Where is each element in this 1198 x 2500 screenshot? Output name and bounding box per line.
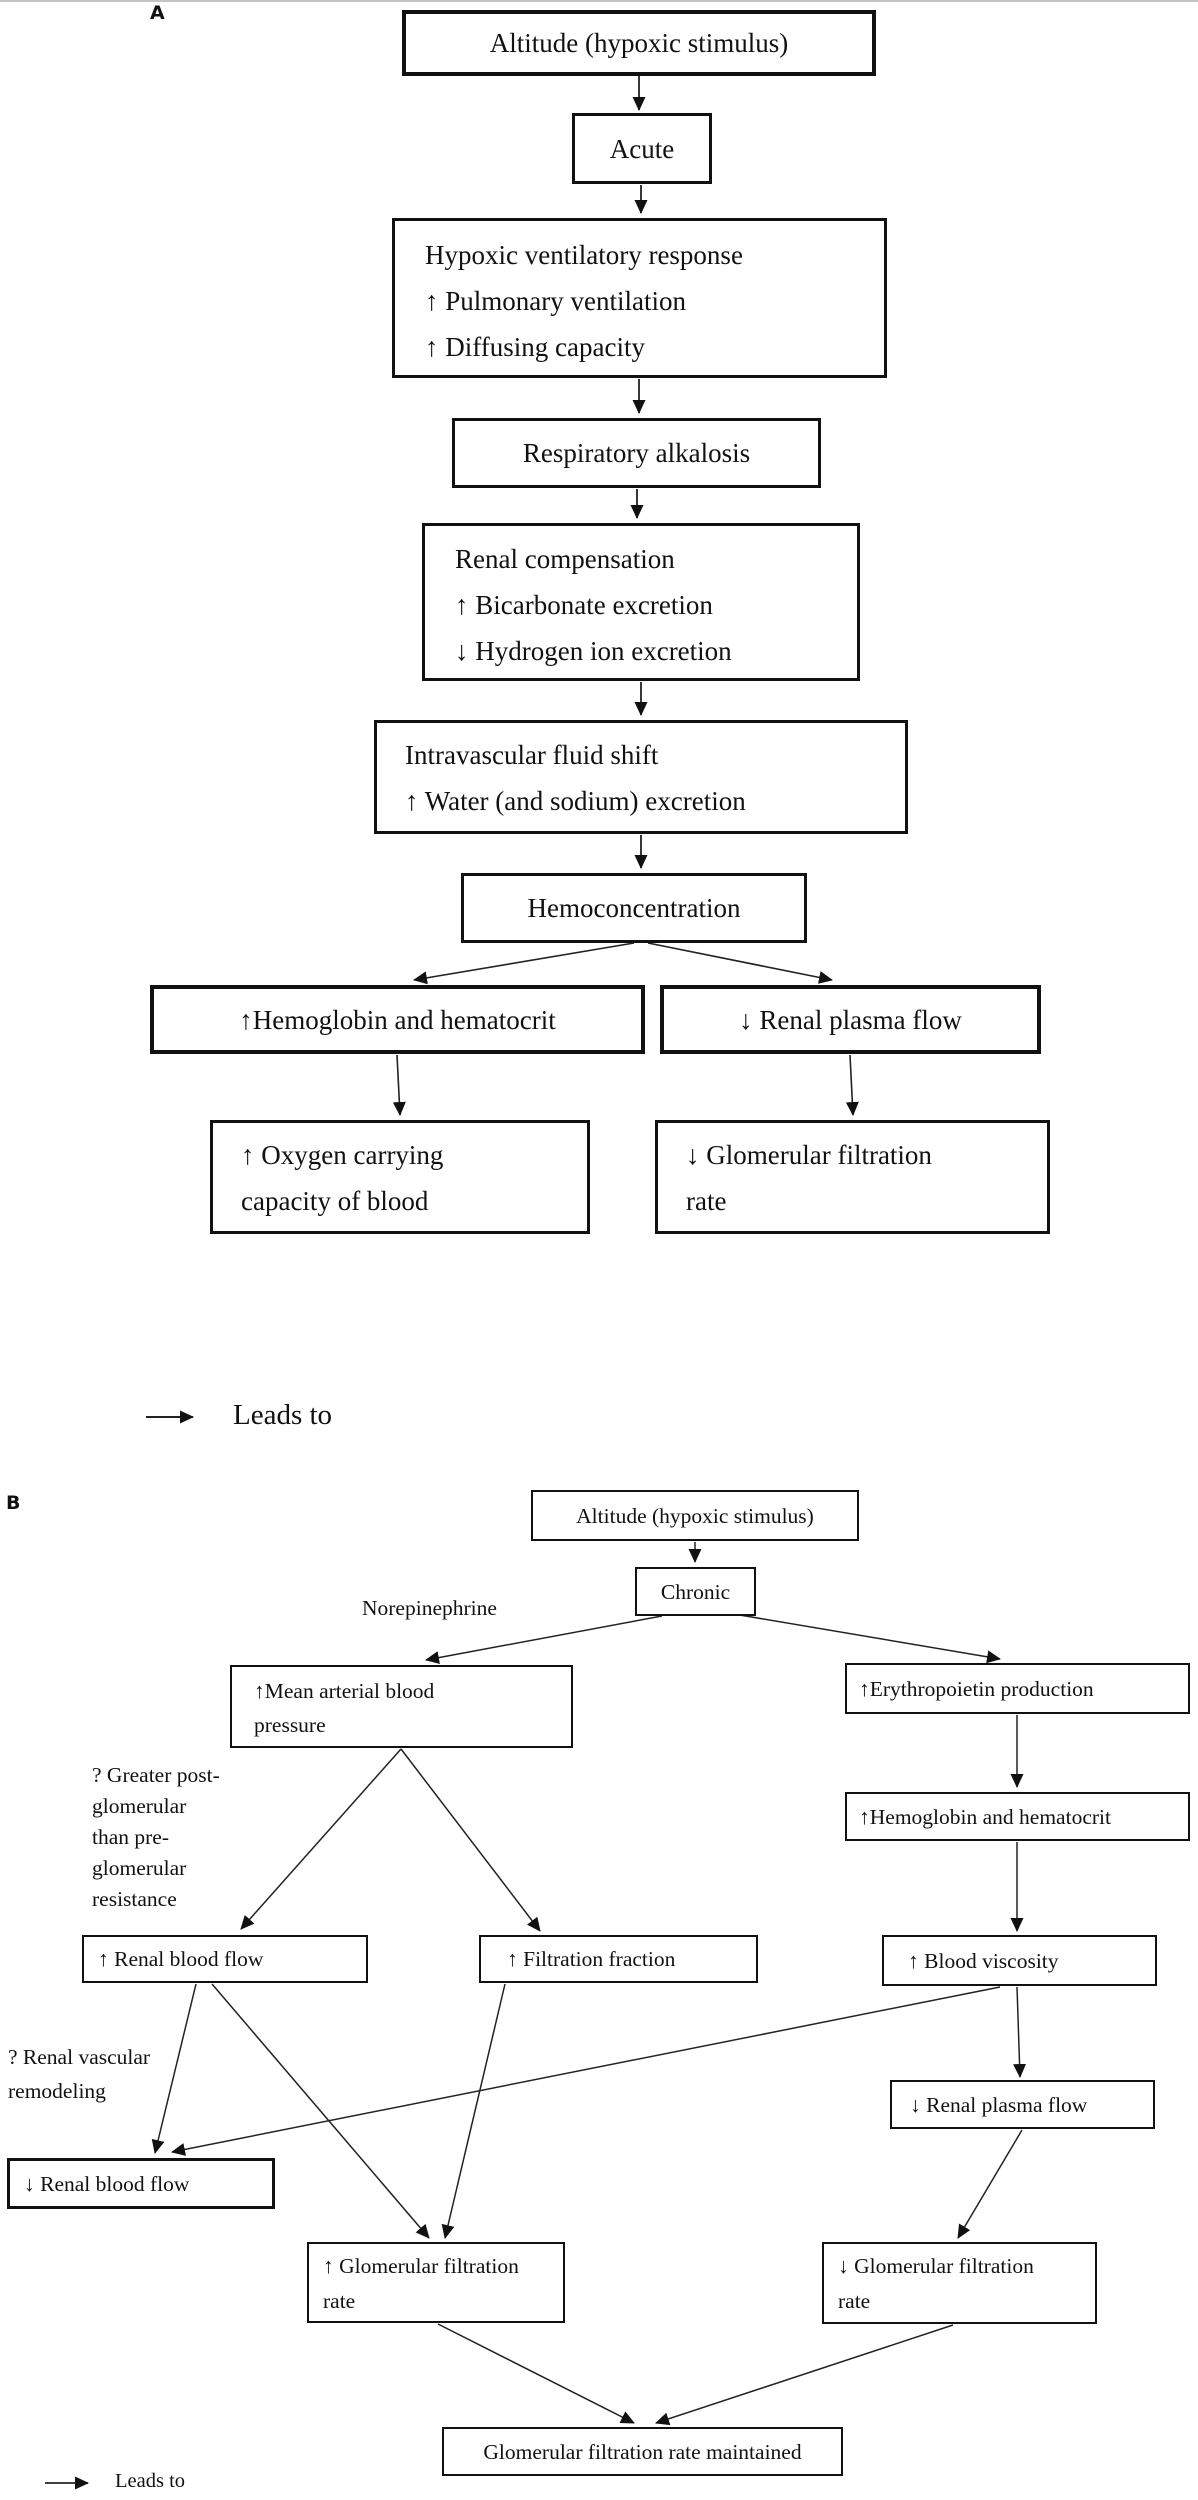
arrow-renalplasma-gfrdown (845, 1054, 859, 1116)
arrow-chronic-map (425, 1615, 663, 1665)
node-a-hvr: Hypoxic ventilatory response ↑ Pulmonary… (392, 218, 887, 378)
node-a-oxygen-capacity-line2: capacity of blood (241, 1186, 429, 1216)
node-b-chronic-text: Chronic (660, 1579, 731, 1604)
label-renal-vascular-remodeling-line2: remodeling (8, 2079, 106, 2103)
node-b-altitude-text: Altitude (hypoxic stimulus) (576, 1503, 814, 1528)
arrow-hgbhct-oxygen (392, 1054, 406, 1116)
node-b-blood-viscosity: ↑ Blood viscosity (882, 1935, 1157, 1986)
arrow-map-filtration (400, 1748, 541, 1932)
node-a-oxygen-capacity-line1: ↑ Oxygen carrying (241, 1140, 444, 1170)
node-b-hemoglobin-hematocrit: ↑Hemoglobin and hematocrit (845, 1792, 1190, 1841)
label-post-glomerular-line5: resistance (92, 1887, 177, 1911)
arrow-renalplasma-gfrdown (957, 2129, 1023, 2239)
panel-a-label: A (150, 2, 165, 24)
label-post-glomerular-resistance: ? Greater post- glomerular than pre- glo… (92, 1760, 220, 1915)
label-post-glomerular-line4: glomerular (92, 1856, 187, 1880)
arrow-gfrdown-maintained (655, 2324, 954, 2426)
node-a-altitude: Altitude (hypoxic stimulus) (402, 10, 876, 76)
node-a-oxygen-capacity: ↑ Oxygen carrying capacity of blood (210, 1120, 590, 1234)
node-a-hvr-line2: ↑ Pulmonary ventilation (425, 286, 686, 316)
node-b-gfr-up: ↑ Glomerular filtration rate (307, 2242, 565, 2323)
node-b-chronic: Chronic (635, 1567, 756, 1616)
node-b-altitude: Altitude (hypoxic stimulus) (531, 1490, 859, 1541)
legend-a-label: Leads to (233, 1399, 333, 1431)
arrow-rbfup-rbfdown (151, 1983, 197, 2154)
node-b-hemoglobin-hematocrit-text: ↑Hemoglobin and hematocrit (859, 1804, 1111, 1829)
node-b-gfr-down-line1: ↓ Glomerular filtration (838, 2254, 1034, 2278)
node-a-respiratory-alkalosis: Respiratory alkalosis (452, 418, 821, 488)
node-a-gfr-down-line2: rate (686, 1186, 727, 1216)
arrow-hemoconc-hgbhct (413, 942, 635, 985)
node-a-fluid-shift: Intravascular fluid shift ↑ Water (and s… (374, 720, 908, 834)
node-b-renal-plasma-flow-down-text: ↓ Renal plasma flow (910, 2092, 1088, 2117)
node-b-renal-plasma-flow-down: ↓ Renal plasma flow (890, 2080, 1155, 2129)
node-a-renal-compensation-line1: Renal compensation (455, 544, 675, 574)
label-post-glomerular-line2: glomerular (92, 1794, 187, 1818)
label-post-glomerular-line1: ? Greater post- (92, 1763, 220, 1787)
node-b-filtration-fraction-text: ↑ Filtration fraction (507, 1947, 676, 1971)
node-b-gfr-down-line2: rate (838, 2289, 871, 2313)
node-a-hemoglobin-hematocrit: ↑Hemoglobin and hematocrit (150, 985, 645, 1054)
legend-b-label: Leads to (115, 2470, 186, 2492)
node-a-hvr-line3: ↑ Diffusing capacity (425, 332, 645, 362)
label-renal-vascular-remodeling-line1: ? Renal vascular (8, 2045, 151, 2069)
node-b-renal-blood-flow-up-text: ↑ Renal blood flow (98, 1947, 264, 1971)
arrow-viscosity-renalplasma (1013, 1986, 1027, 2078)
node-a-renal-compensation-line3: ↓ Hydrogen ion excretion (455, 636, 732, 666)
arrow-chronic-epo (721, 1611, 1001, 1664)
node-b-erythropoietin: ↑Erythropoietin production (845, 1663, 1190, 1714)
node-a-respiratory-alkalosis-text: Respiratory alkalosis (522, 438, 751, 468)
node-b-mean-arterial-pressure: ↑Mean arterial blood pressure (230, 1665, 573, 1748)
node-b-gfr-up-line2: rate (323, 2289, 356, 2313)
node-b-gfr-down: ↓ Glomerular filtration rate (822, 2242, 1097, 2324)
node-a-renal-plasma-flow-text: ↓ Renal plasma flow (739, 1004, 962, 1035)
node-b-renal-blood-flow-down: ↓ Renal blood flow (7, 2158, 275, 2209)
node-b-renal-blood-flow-up: ↑ Renal blood flow (82, 1935, 368, 1983)
node-a-hvr-line1: Hypoxic ventilatory response (425, 240, 743, 270)
node-a-fluid-shift-line1: Intravascular fluid shift (405, 740, 659, 770)
arrow-viscosity-rbfdown (171, 1986, 1001, 2156)
node-a-renal-compensation-line2: ↑ Bicarbonate excretion (455, 590, 713, 620)
node-a-gfr-down-line1: ↓ Glomerular filtration (686, 1140, 932, 1170)
node-a-hemoglobin-hematocrit-text: ↑Hemoglobin and hematocrit (239, 1004, 556, 1035)
node-a-fluid-shift-line2: ↑ Water (and sodium) excretion (405, 786, 746, 816)
arrow-gfrup-maintained (437, 2323, 635, 2424)
node-b-filtration-fraction: ↑ Filtration fraction (479, 1935, 758, 1983)
node-b-mean-arterial-pressure-line2: pressure (254, 1713, 326, 1737)
label-post-glomerular-line3: than pre- (92, 1825, 170, 1849)
bottom-divider (0, 0, 1198, 2)
node-a-gfr-down: ↓ Glomerular filtration rate (655, 1120, 1050, 1234)
node-b-renal-blood-flow-down-text: ↓ Renal blood flow (24, 2171, 190, 2196)
label-renal-vascular-remodeling: ? Renal vascular remodeling (8, 2040, 150, 2108)
node-b-mean-arterial-pressure-line1: ↑Mean arterial blood (254, 1679, 435, 1703)
node-a-hemoconcentration: Hemoconcentration (461, 873, 807, 943)
node-b-gfr-up-line1: ↑ Glomerular filtration (323, 2254, 519, 2278)
node-a-altitude-text: Altitude (hypoxic stimulus) (489, 28, 789, 58)
arrow-filtration-gfrup (441, 1983, 506, 2239)
node-b-erythropoietin-text: ↑Erythropoietin production (859, 1676, 1094, 1701)
arrow-map-rbfup (240, 1748, 402, 1930)
label-norepinephrine: Norepinephrine (362, 1596, 497, 1620)
node-a-hemoconcentration-text: Hemoconcentration (527, 893, 741, 923)
node-a-renal-plasma-flow: ↓ Renal plasma flow (660, 985, 1041, 1054)
arrow-hemoconc-renalplasma (647, 942, 833, 984)
node-a-acute-text: Acute (609, 133, 675, 164)
panel-b-label: B (6, 1492, 21, 1514)
node-b-gfr-maintained-text: Glomerular filtration rate maintained (483, 2439, 802, 2464)
node-a-renal-compensation: Renal compensation ↑ Bicarbonate excreti… (422, 523, 860, 681)
node-b-blood-viscosity-text: ↑ Blood viscosity (908, 1948, 1059, 1973)
node-a-acute: Acute (572, 113, 712, 184)
node-b-gfr-maintained: Glomerular filtration rate maintained (442, 2427, 843, 2476)
